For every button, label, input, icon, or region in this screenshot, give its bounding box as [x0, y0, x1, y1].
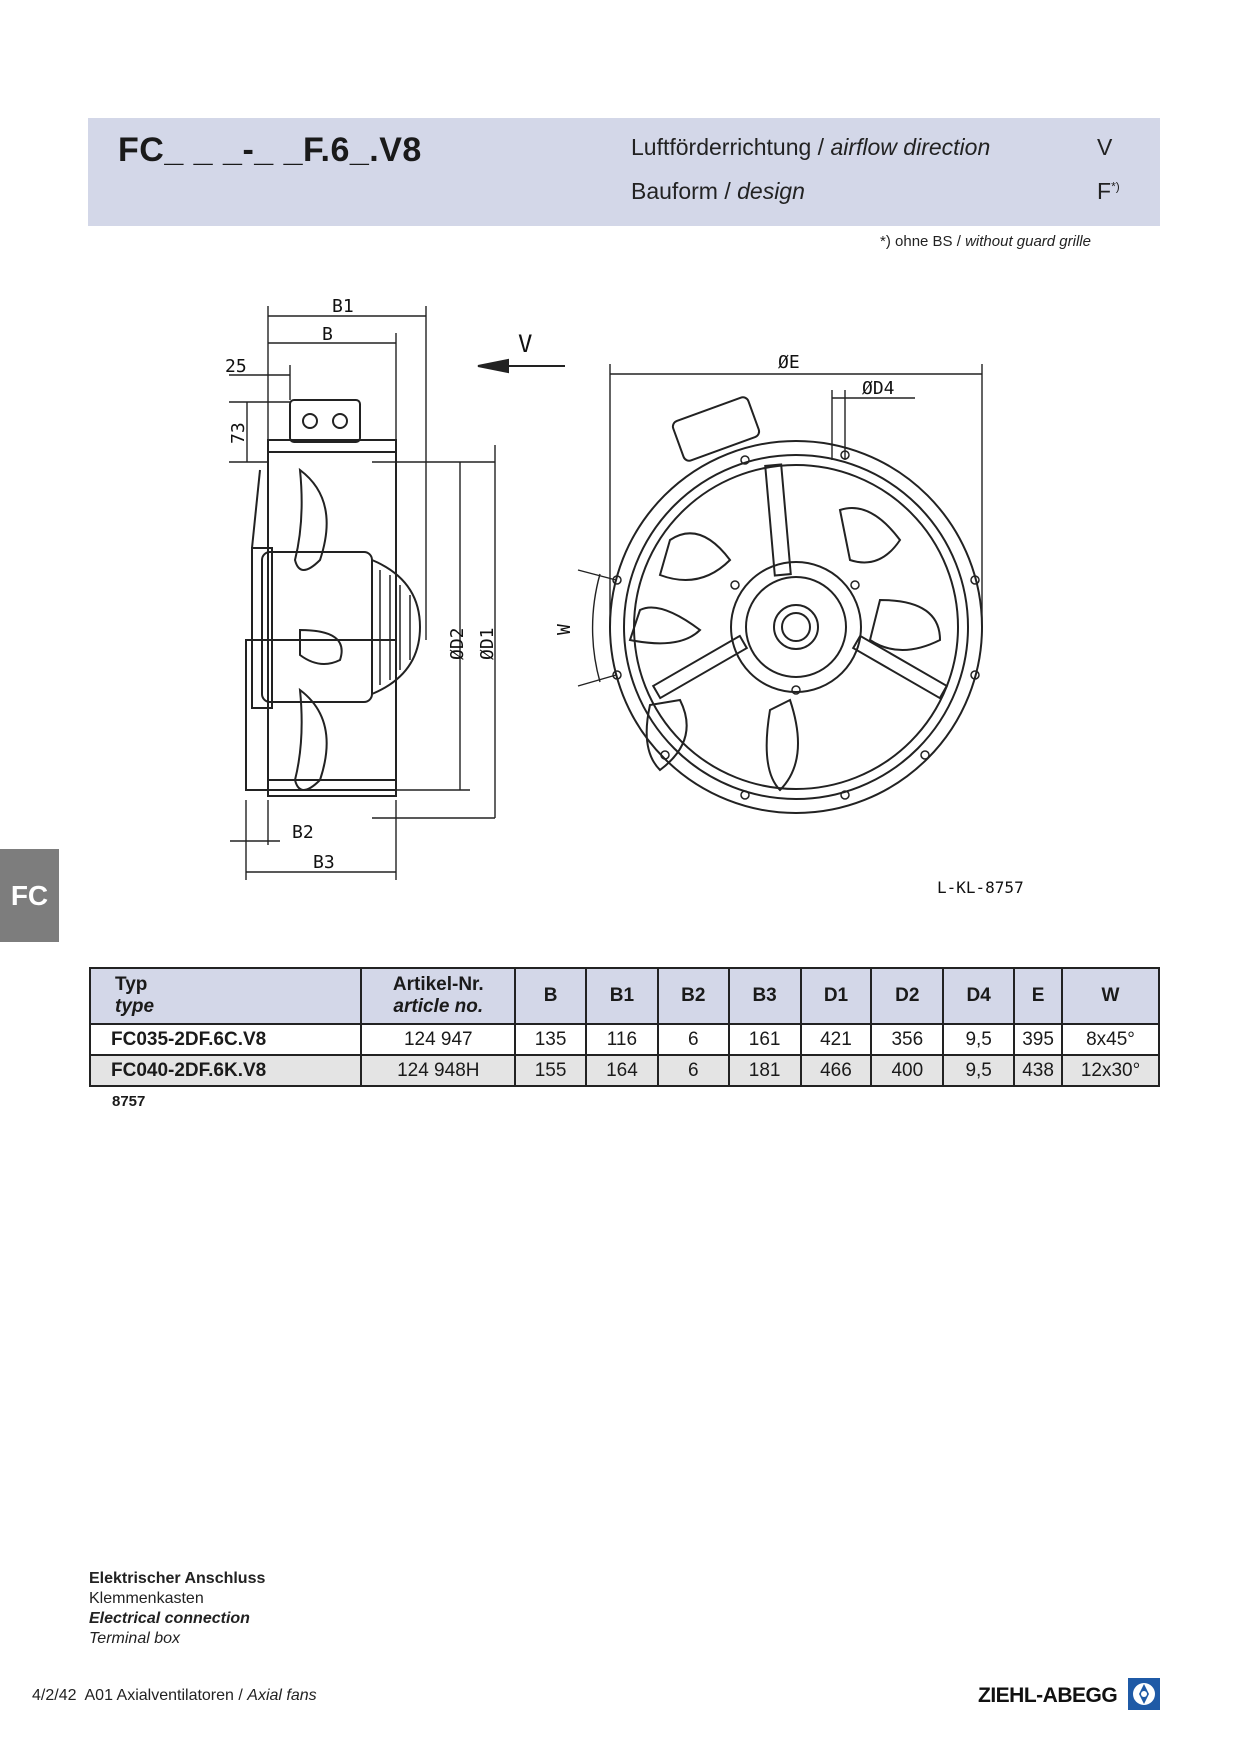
- cell-b2: 6: [656, 1023, 730, 1056]
- header-d2: D2: [870, 967, 945, 1025]
- dimensions-table: Typ type Artikel-Nr. article no. B B1 B2…: [88, 967, 1160, 1087]
- elec-heading-en: Electrical connection: [89, 1610, 250, 1627]
- design-label: Bauform / design: [631, 178, 805, 205]
- drawing-code: L-KL-8757: [937, 878, 1024, 897]
- header-d1: D1: [799, 967, 873, 1025]
- header-e: E: [1013, 967, 1064, 1025]
- elec-sub-de: Klemmenkasten: [89, 1590, 204, 1607]
- label-b: B: [322, 324, 333, 345]
- label-25: 25: [225, 356, 247, 377]
- cell-b1: 116: [584, 1023, 659, 1056]
- label-b2: B2: [292, 822, 314, 843]
- section-en: Axial fans: [247, 1687, 317, 1704]
- cell-type: FC035-2DF.6C.V8: [88, 1023, 363, 1056]
- cell-type: FC040-2DF.6K.V8: [88, 1054, 363, 1087]
- elec-sub-en: Terminal box: [89, 1630, 181, 1647]
- cell-d4: 9,5: [942, 1054, 1016, 1087]
- label-d4: ØD4: [862, 378, 895, 399]
- cell-article-no: 124 947: [360, 1023, 517, 1056]
- design-footnote-marker: *): [1111, 179, 1120, 194]
- label-w: W: [554, 624, 575, 635]
- cell-d4: 9,5: [942, 1023, 1016, 1056]
- table-row: FC035-2DF.6C.V8 124 947 135 116 6 161 42…: [88, 1023, 1160, 1056]
- table-code: 8757: [112, 1093, 146, 1110]
- header-b: B: [514, 967, 587, 1025]
- table-row: FC040-2DF.6K.V8 124 948H 155 164 6 181 4…: [88, 1054, 1160, 1087]
- page-number: 4/2/42: [32, 1687, 77, 1704]
- header-w: W: [1061, 967, 1160, 1025]
- cell-b3: 181: [727, 1054, 802, 1087]
- cell-d1: 466: [799, 1054, 873, 1087]
- header-b3: B3: [727, 967, 802, 1025]
- cell-article-no: 124 948H: [360, 1054, 517, 1087]
- design-label-en: design: [737, 178, 805, 204]
- cell-b1: 164: [584, 1054, 659, 1087]
- airflow-label-en: airflow direction: [830, 134, 991, 160]
- header-article-no: Artikel-Nr. article no.: [360, 967, 517, 1025]
- cell-b3: 161: [727, 1023, 802, 1056]
- airflow-direction-value: V: [1097, 134, 1113, 160]
- header-d4: D4: [942, 967, 1016, 1025]
- header-b1: B1: [584, 967, 659, 1025]
- cell-b: 155: [514, 1054, 587, 1087]
- electrical-connection: Elektrischer Anschluss Klemmenkasten Ele…: [89, 1569, 265, 1649]
- brand-logo-icon: [1128, 1678, 1160, 1710]
- design-label-de: Bauform /: [631, 178, 731, 204]
- technical-drawing: B1 B 25 73 V ØD2 ØD1 B2 B3 ØE ØD4 W: [225, 296, 983, 880]
- cell-b: 135: [514, 1023, 587, 1056]
- label-b3: B3: [313, 852, 335, 873]
- design-value: F*): [1097, 178, 1120, 204]
- cell-w: 12x30°: [1061, 1054, 1160, 1087]
- cell-e: 395: [1013, 1023, 1064, 1056]
- airflow-label-de: Luftförderrichtung /: [631, 134, 825, 160]
- label-e: ØE: [778, 352, 800, 373]
- cell-b2: 6: [656, 1054, 730, 1087]
- table-header-row: Typ type Artikel-Nr. article no. B B1 B2…: [88, 967, 1160, 1025]
- label-v: V: [518, 330, 532, 358]
- model-title: FC_ _ _-_ _F.6_.V8: [118, 131, 422, 169]
- cell-w: 8x45°: [1061, 1023, 1160, 1056]
- cell-d1: 421: [799, 1023, 873, 1056]
- label-73: 73: [228, 422, 249, 444]
- label-d2: ØD2: [447, 627, 468, 660]
- label-b1: B1: [332, 296, 354, 317]
- airflow-direction-label: Luftförderrichtung / airflow direction: [631, 134, 990, 161]
- footer-page-info: 4/2/42 A01 Axialventilatoren / Axial fan…: [32, 1687, 317, 1705]
- section-tab: FC: [0, 849, 59, 942]
- cell-d2: 400: [870, 1054, 945, 1087]
- elec-heading-de: Elektrischer Anschluss: [89, 1570, 266, 1587]
- header-type: Typ type: [88, 967, 363, 1025]
- guard-grille-footnote: *) ohne BS / without guard grille: [880, 233, 1091, 250]
- section-de: A01 Axialventilatoren /: [84, 1687, 243, 1704]
- label-d1: ØD1: [477, 627, 498, 660]
- brand-name: ZIEHL-ABEGG: [978, 1684, 1118, 1707]
- cell-e: 438: [1013, 1054, 1064, 1087]
- header-b2: B2: [656, 967, 730, 1025]
- cell-d2: 356: [870, 1023, 945, 1056]
- header-band: [88, 118, 1160, 226]
